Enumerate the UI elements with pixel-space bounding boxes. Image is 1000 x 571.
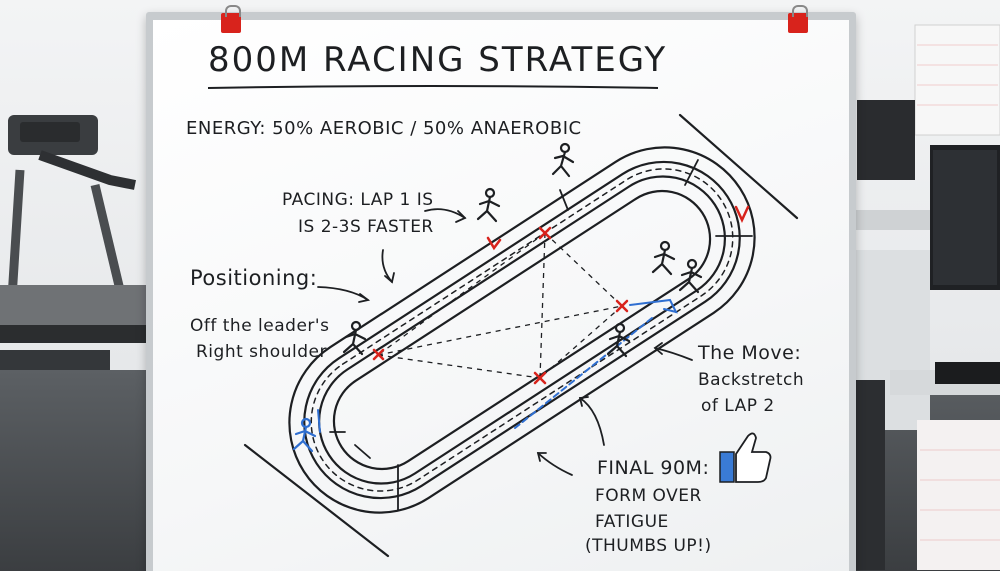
board-title: 800M RACING STRATEGY [208, 40, 668, 80]
treadmill [0, 115, 150, 370]
final-heading: FINAL 90M: [597, 457, 710, 479]
positioning-heading: Positioning: [190, 266, 318, 290]
final-note-line2: FATIGUE [595, 512, 669, 532]
positioning-note-line1: Off the leader's [190, 316, 330, 336]
desk-with-monitors [855, 24, 1000, 570]
binder-clip-left [221, 5, 241, 33]
move-note-line1: Backstretch [698, 370, 805, 390]
binder-clip-right [788, 5, 808, 33]
move-note-line2: of LAP 2 [701, 396, 775, 416]
final-note-line1: FORM OVER [595, 486, 702, 506]
positioning-note-line2: Right shoulder [196, 342, 327, 362]
pacing-note-line1: PACING: LAP 1 IS [282, 190, 434, 210]
final-note-line3: (THUMBS UP!) [585, 536, 712, 556]
pacing-note-line2: IS 2-3S FASTER [298, 217, 434, 237]
energy-note: ENERGY: 50% AEROBIC / 50% ANAEROBIC [186, 118, 582, 139]
move-heading: The Move: [698, 342, 802, 364]
